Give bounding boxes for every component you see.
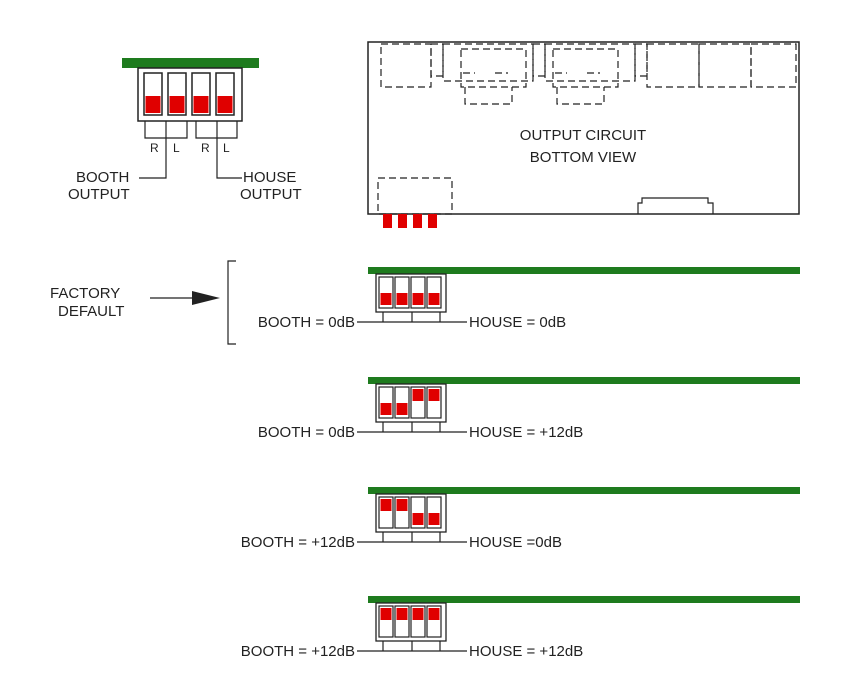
detail-switch-actuator	[169, 96, 185, 113]
circuit-title-line1: OUTPUT CIRCUIT	[520, 127, 646, 144]
config-switch-actuator	[412, 293, 424, 305]
config-board-strip	[368, 377, 800, 384]
detail-label-r2: R	[201, 141, 210, 155]
config-switch-actuator	[412, 513, 424, 525]
factory-default-bracket	[227, 260, 236, 345]
config-lead-ticks	[382, 532, 441, 542]
config-board-strip	[368, 267, 800, 274]
detail-lead-lines	[144, 121, 238, 139]
detail-label-r1: R	[150, 141, 159, 155]
config-switch-actuator	[428, 293, 440, 305]
switch-config-row: BOOTH = +12dB HOUSE =0dB	[241, 487, 800, 551]
config-booth-label: BOOTH = +12dB	[241, 534, 355, 551]
config-lead-ticks	[382, 422, 441, 432]
detail-switch-actuator	[217, 96, 233, 113]
config-switch-actuator	[428, 389, 440, 401]
output-circuit-board: OUTPUT CIRCUIT BOTTOM VIEW	[367, 41, 800, 228]
config-house-label: HOUSE =0dB	[469, 534, 562, 551]
detail-label-l2: L	[223, 141, 230, 155]
circuit-switch-actuators	[383, 214, 437, 228]
config-switch-actuator	[396, 293, 408, 305]
config-switch-actuator	[428, 608, 440, 620]
detail-switch-actuator	[145, 96, 161, 113]
circuit-actuator	[413, 214, 422, 228]
circuit-connector	[637, 197, 714, 214]
detail-dip-switch: R L R L BOOTH OUTPUT HOUSE OUTPUT	[68, 58, 302, 203]
config-house-label: HOUSE = +12dB	[469, 424, 583, 441]
detail-booth-label-2: OUTPUT	[68, 186, 130, 203]
switch-configurations: BOOTH = 0dB HOUSE = 0dB BOOTH = 0dB HOUSE =…	[241, 267, 800, 660]
detail-label-l1: L	[173, 141, 180, 155]
circuit-actuator	[428, 214, 437, 228]
circuit-component-outlines	[377, 43, 797, 215]
config-booth-label: BOOTH = 0dB	[258, 424, 355, 441]
config-switch-actuator	[396, 499, 408, 511]
factory-default-line2: DEFAULT	[58, 303, 124, 320]
switch-config-row: BOOTH = 0dB HOUSE = 0dB	[258, 267, 800, 331]
circuit-actuator	[398, 214, 407, 228]
factory-default-callout: FACTORY DEFAULT	[50, 260, 236, 345]
config-lead-ticks	[382, 312, 441, 322]
config-switch-actuator	[428, 513, 440, 525]
config-board-strip	[368, 487, 800, 494]
detail-house-label-1: HOUSE	[243, 169, 296, 186]
config-booth-label: BOOTH = 0dB	[258, 314, 355, 331]
config-switch-actuator	[396, 403, 408, 415]
config-booth-label: BOOTH = +12dB	[241, 643, 355, 660]
config-board-strip	[368, 596, 800, 603]
config-switch-actuator	[380, 403, 392, 415]
detail-house-leader	[216, 138, 242, 179]
config-switch-actuator	[380, 499, 392, 511]
circuit-actuator	[383, 214, 392, 228]
detail-board-strip	[122, 58, 259, 68]
detail-switch-group	[143, 72, 235, 116]
factory-default-arrowhead	[192, 291, 220, 305]
config-switch-actuator	[412, 389, 424, 401]
detail-booth-leader	[139, 138, 167, 179]
config-house-label: HOUSE = 0dB	[469, 314, 566, 331]
config-switch-actuator	[380, 293, 392, 305]
detail-switch-actuator	[193, 96, 209, 113]
config-lead-ticks	[382, 641, 441, 651]
detail-booth-label-1: BOOTH	[76, 169, 129, 186]
config-switch-actuator	[412, 608, 424, 620]
config-switch-actuator	[380, 608, 392, 620]
factory-default-line1: FACTORY	[50, 285, 120, 302]
circuit-board-outline	[367, 41, 800, 215]
switch-config-row: BOOTH = 0dB HOUSE = +12dB	[258, 377, 800, 441]
config-house-label: HOUSE = +12dB	[469, 643, 583, 660]
circuit-title-line2: BOTTOM VIEW	[530, 149, 637, 166]
detail-house-label-2: OUTPUT	[240, 186, 302, 203]
config-switch-actuator	[396, 608, 408, 620]
switch-config-row: BOOTH = +12dB HOUSE = +12dB	[241, 596, 800, 660]
